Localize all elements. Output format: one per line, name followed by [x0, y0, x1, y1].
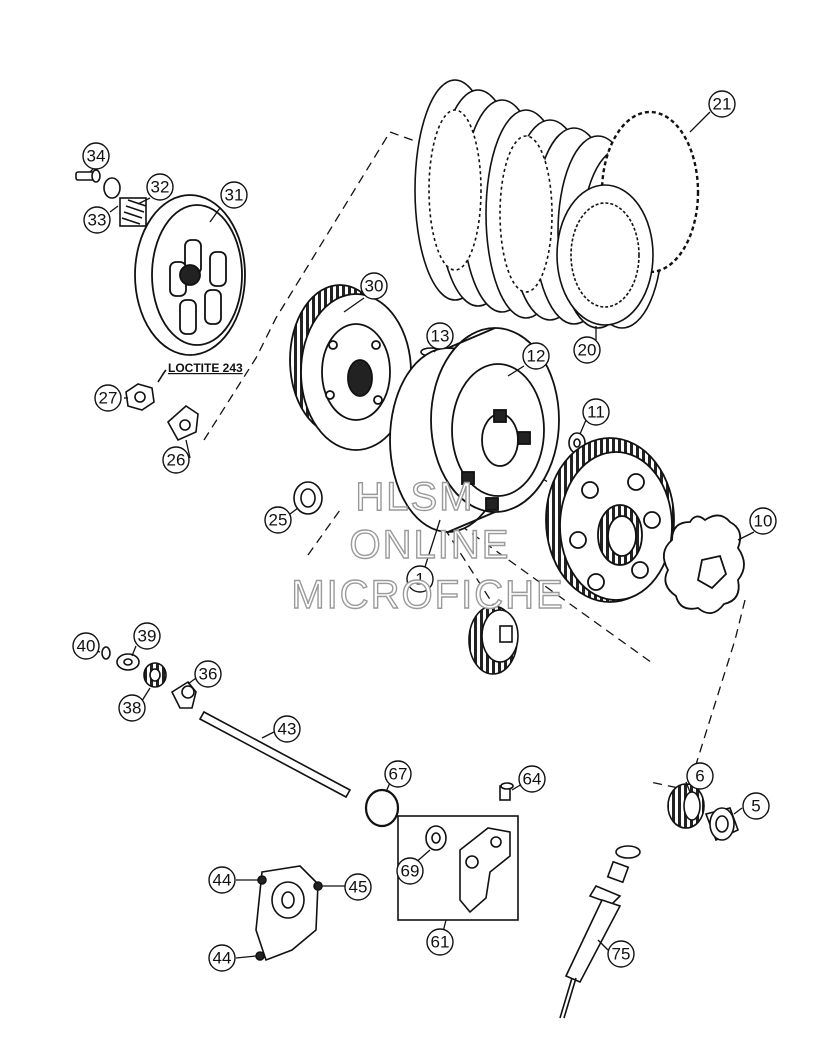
screw	[499, 782, 514, 801]
clutch-basket	[389, 327, 560, 533]
callout-34: 34	[87, 147, 106, 166]
watermark: HLSM ONLINE MICROFICHE	[291, 474, 564, 617]
callout-69: 69	[401, 862, 420, 881]
callout-25: 25	[269, 511, 288, 530]
clutch-inner-hub	[289, 284, 412, 451]
callout-20: 20	[578, 341, 597, 360]
callout-circles	[72, 90, 777, 972]
grease-syringe	[559, 845, 641, 1019]
callout-11: 11	[587, 403, 605, 422]
watermark-line-2: ONLINE	[350, 523, 511, 567]
callout-31: 31	[225, 186, 244, 205]
thrust-washer	[293, 481, 323, 515]
callout-36: 36	[199, 665, 218, 684]
callout-27: 27	[99, 389, 118, 408]
loctite-note: LOCTITE 243	[168, 361, 243, 375]
pressure-plate	[134, 194, 246, 356]
callout-12: 12	[527, 347, 546, 366]
callout-64: 64	[523, 770, 542, 789]
callout-39: 39	[138, 627, 157, 646]
spring-bolt-set	[75, 169, 147, 227]
primary-gear	[545, 437, 675, 603]
callout-6: 6	[695, 767, 704, 786]
callout-67: 67	[389, 765, 408, 784]
watermark-line-3: MICROFICHE	[291, 573, 564, 617]
o-ring	[364, 788, 400, 828]
callout-44-bottom: 44	[213, 949, 232, 968]
callout-40: 40	[77, 637, 96, 656]
callout-26: 26	[167, 451, 186, 470]
nut-lockwasher	[125, 369, 199, 442]
callout-5: 5	[751, 797, 760, 816]
pushrod-bearing-set	[101, 646, 197, 709]
slave-cylinder-cover	[255, 865, 323, 962]
callouts	[89, 111, 755, 959]
callout-1: 1	[415, 570, 424, 589]
callout-33: 33	[88, 211, 107, 230]
watermark-line-1: HLSM	[355, 475, 474, 519]
callout-61: 61	[431, 933, 450, 952]
callout-43: 43	[278, 720, 297, 739]
needle-bearing-sleeve	[667, 783, 740, 842]
callout-30: 30	[365, 277, 384, 296]
callout-13: 13	[431, 327, 450, 346]
callout-10: 10	[754, 512, 773, 531]
callout-44-top: 44	[213, 871, 232, 890]
callout-45: 45	[349, 878, 368, 897]
clutch-plate-stack	[414, 79, 700, 329]
callout-21: 21	[713, 95, 732, 114]
callout-32: 32	[151, 178, 170, 197]
damper-disc	[662, 514, 745, 614]
callout-38: 38	[123, 699, 142, 718]
pushrod	[198, 710, 352, 799]
pinion-gear	[468, 605, 519, 675]
callout-75: 75	[612, 945, 631, 964]
callout-labels: 34 33 32 31 21 20 30 13 12 11 10 1 25 26…	[77, 95, 773, 968]
